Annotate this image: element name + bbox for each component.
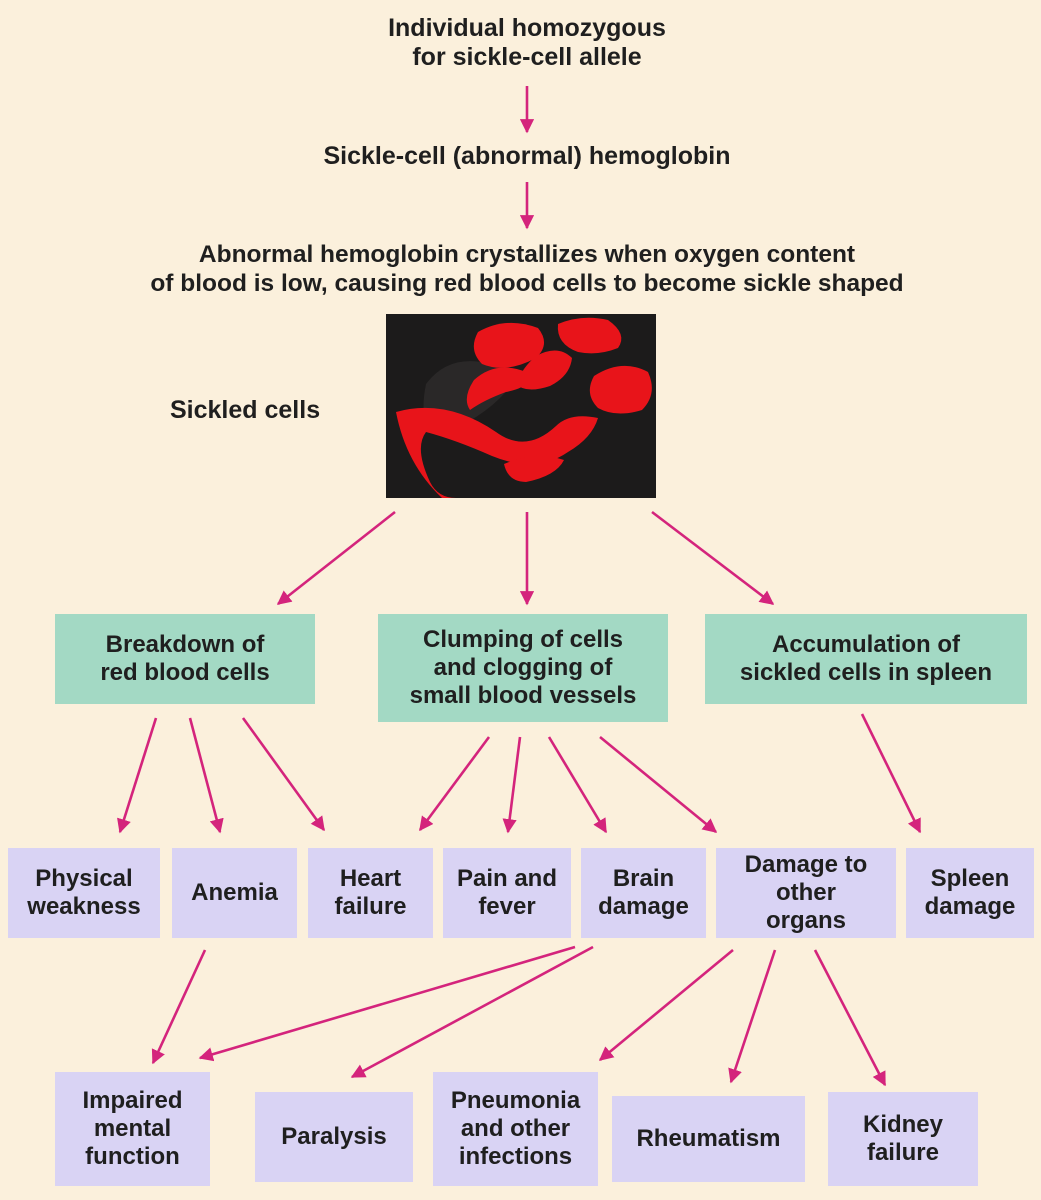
symptom-pain-box: Pain and fever — [443, 848, 571, 938]
symptom-anemia-box: Anemia — [172, 848, 297, 938]
arrow-clumping-to-organs — [599, 735, 718, 834]
outcome-rheumatism-box: Rheumatism — [612, 1096, 805, 1182]
arrow-organs-to-kidney — [813, 949, 887, 1087]
symptom-spleen-box: Spleen damage — [906, 848, 1034, 938]
outcome-mental-box: Impaired mental function — [55, 1072, 210, 1186]
arrow-clumping-to-heart — [418, 736, 491, 832]
arrow-organs-to-pneumonia — [598, 948, 734, 1062]
arrow-anemia-to-mental — [151, 949, 207, 1065]
sickle-cell-4 — [557, 317, 622, 354]
arrow-breakdown-to-weakness — [117, 717, 158, 834]
hemoglobin-label: Sickle-cell (abnormal) hemoglobin — [323, 142, 731, 170]
symptom-heart-box: Heart failure — [308, 848, 433, 938]
arrow-cells-to-breakdown — [276, 510, 396, 606]
sickle-cell-7 — [504, 455, 564, 482]
symptom-organs-box: Damage to other organs — [716, 848, 896, 938]
sickle-cell-6 — [396, 407, 598, 498]
sickle-cell-3 — [516, 350, 572, 390]
arrow-organs-to-rheumatism — [728, 949, 777, 1084]
genotype-label: Individual homozygous for sickle-cell al… — [388, 14, 666, 71]
arrow-breakdown-to-anemia — [188, 717, 224, 834]
sickle-cell-1 — [473, 322, 545, 368]
symptom-weakness-box: Physical weakness — [8, 848, 160, 938]
sickled-cells-micrograph — [386, 314, 656, 498]
sickle-cell-5 — [589, 365, 652, 414]
arrow-brain-to-mental — [198, 945, 576, 1062]
outcome-paralysis-box: Paralysis — [255, 1092, 413, 1182]
arrow-accumulation-to-spleen — [860, 713, 922, 834]
sickled-cells-label: Sickled cells — [170, 396, 321, 424]
effect-clumping-box: Clumping of cells and clogging of small … — [378, 614, 668, 722]
outcome-kidney-box: Kidney failure — [828, 1092, 978, 1186]
arrow-clumping-to-pain — [502, 736, 522, 834]
crystallization-label: Abnormal hemoglobin crystallizes when ox… — [150, 241, 904, 297]
arrow-clumping-to-brain — [547, 736, 608, 834]
sickle-cell-2 — [466, 367, 529, 410]
arrow-brain-to-paralysis — [350, 945, 594, 1079]
outcome-pneumonia-box: Pneumonia and other infections — [433, 1072, 598, 1186]
arrow-breakdown-to-heart — [241, 717, 326, 832]
effect-breakdown-box: Breakdown of red blood cells — [55, 614, 315, 704]
symptom-brain-box: Brain damage — [581, 848, 706, 938]
effect-accumulation-box: Accumulation of sickled cells in spleen — [705, 614, 1027, 704]
arrow-cells-to-accumulation — [651, 510, 775, 606]
